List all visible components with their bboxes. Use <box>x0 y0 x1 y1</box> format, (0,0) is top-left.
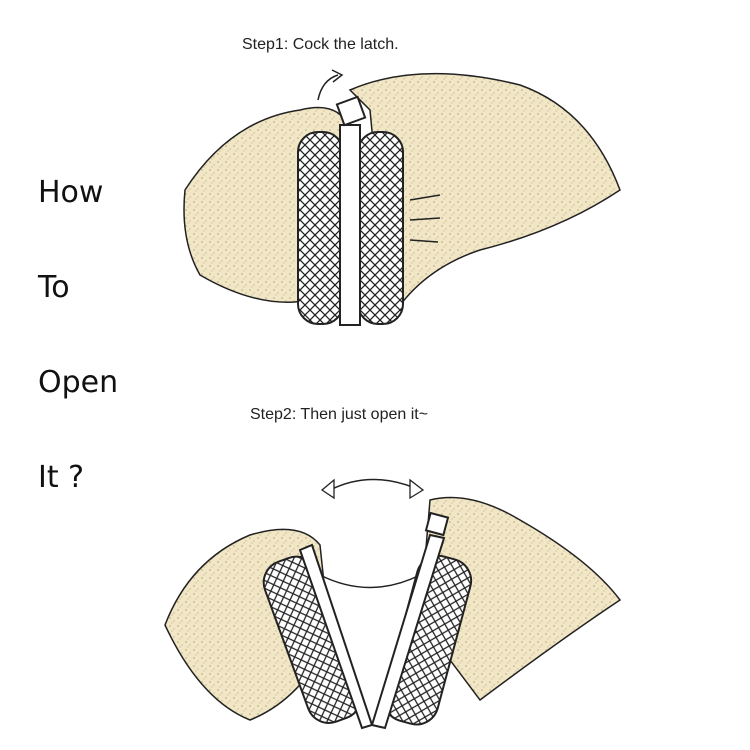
right-hand <box>419 496 622 702</box>
title-word-to: To <box>38 270 70 305</box>
step1-illustration <box>183 69 621 326</box>
rotate-arrow-icon <box>317 74 339 101</box>
hinge <box>339 124 361 326</box>
case-left-half <box>297 131 344 325</box>
right-hand <box>348 72 621 323</box>
latch <box>335 95 367 127</box>
open-arrow-icon <box>329 478 416 491</box>
latch <box>424 511 450 537</box>
step1-label: Step1: Cock the latch. <box>242 36 399 53</box>
hinge <box>298 533 446 730</box>
case-right-half <box>357 131 404 325</box>
step2-illustration <box>164 478 622 730</box>
step2-label: Step2: Then just open it~ <box>250 406 429 423</box>
title-word-how: How <box>38 175 104 210</box>
title-word-open: Open <box>38 365 119 400</box>
title-word-it: It ? <box>38 460 85 495</box>
